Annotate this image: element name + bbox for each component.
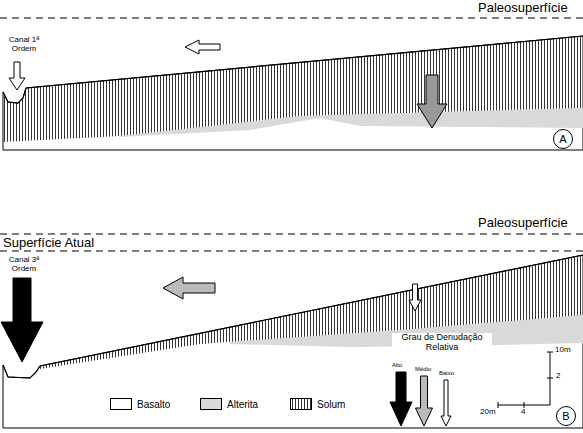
solum (3, 36, 583, 142)
label-text: 20m (480, 408, 496, 417)
ground-surface (3, 36, 583, 103)
paleosurface-line (0, 18, 583, 19)
panel-circle: B (556, 406, 576, 426)
label-text: Paleosuperfície (478, 216, 568, 230)
current-surface-line (0, 251, 583, 252)
label-text: Paleosuperfície (478, 1, 568, 15)
legend-text: Solum (317, 399, 345, 410)
denudation-arrow (1, 278, 43, 362)
basalt (3, 36, 583, 150)
label-text: Alto (392, 362, 402, 369)
legend-text: Alterita (227, 399, 258, 410)
legend-item: Basalto (110, 398, 170, 410)
label-text: 4 (521, 408, 525, 417)
flow-arrow (163, 277, 215, 299)
ground-surface (3, 255, 583, 378)
legend-swatch (200, 398, 222, 410)
basalt (3, 255, 583, 428)
panel-letter: A (559, 133, 566, 145)
denudation-arrow (9, 62, 25, 90)
label-text: Baixo (439, 370, 454, 377)
denudation-arrow (390, 372, 412, 426)
label-text: Canal 3ª Ordem (2, 256, 46, 274)
denudation-arrow (441, 380, 451, 426)
flow-arrow (185, 40, 220, 54)
label-text: Médio (415, 366, 431, 373)
label-text: 10m (555, 346, 571, 355)
label-text: Grau de Denudação Relativa (392, 333, 492, 353)
legend-item: Alterita (200, 398, 258, 410)
label-text: Canal 1ª Ordem (2, 36, 46, 54)
legend-swatch (110, 398, 132, 410)
paleosurface-line (0, 234, 583, 235)
label-text: 2 (556, 372, 560, 381)
panel-a (3, 36, 583, 150)
scale-bar (498, 352, 553, 408)
legend-text: Basalto (137, 399, 170, 410)
denudation-arrow (409, 284, 421, 311)
panel-letter: B (562, 410, 569, 422)
denudation-arrow (417, 75, 447, 128)
panel-circle: A (553, 129, 573, 149)
legend-hatch-swatch (290, 398, 312, 410)
label-text: Superfície Atual (3, 236, 94, 250)
panel-b (3, 255, 583, 428)
legend-item: Solum (290, 398, 345, 410)
denudation-arrow (416, 376, 433, 426)
